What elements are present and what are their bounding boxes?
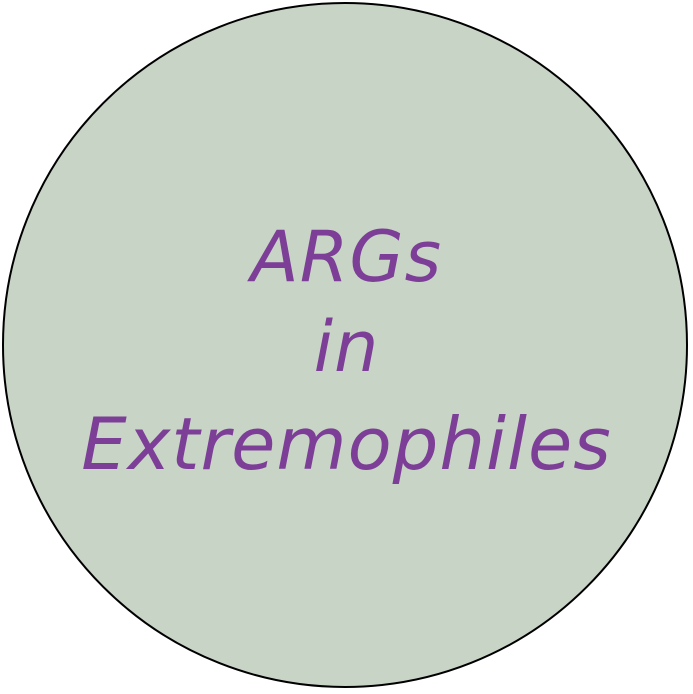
sage-circle — [2, 2, 688, 688]
title-line-args: ARGs — [250, 216, 443, 298]
title-line-extremophiles: Extremophiles — [81, 402, 612, 486]
title-line-in: in — [313, 306, 380, 388]
